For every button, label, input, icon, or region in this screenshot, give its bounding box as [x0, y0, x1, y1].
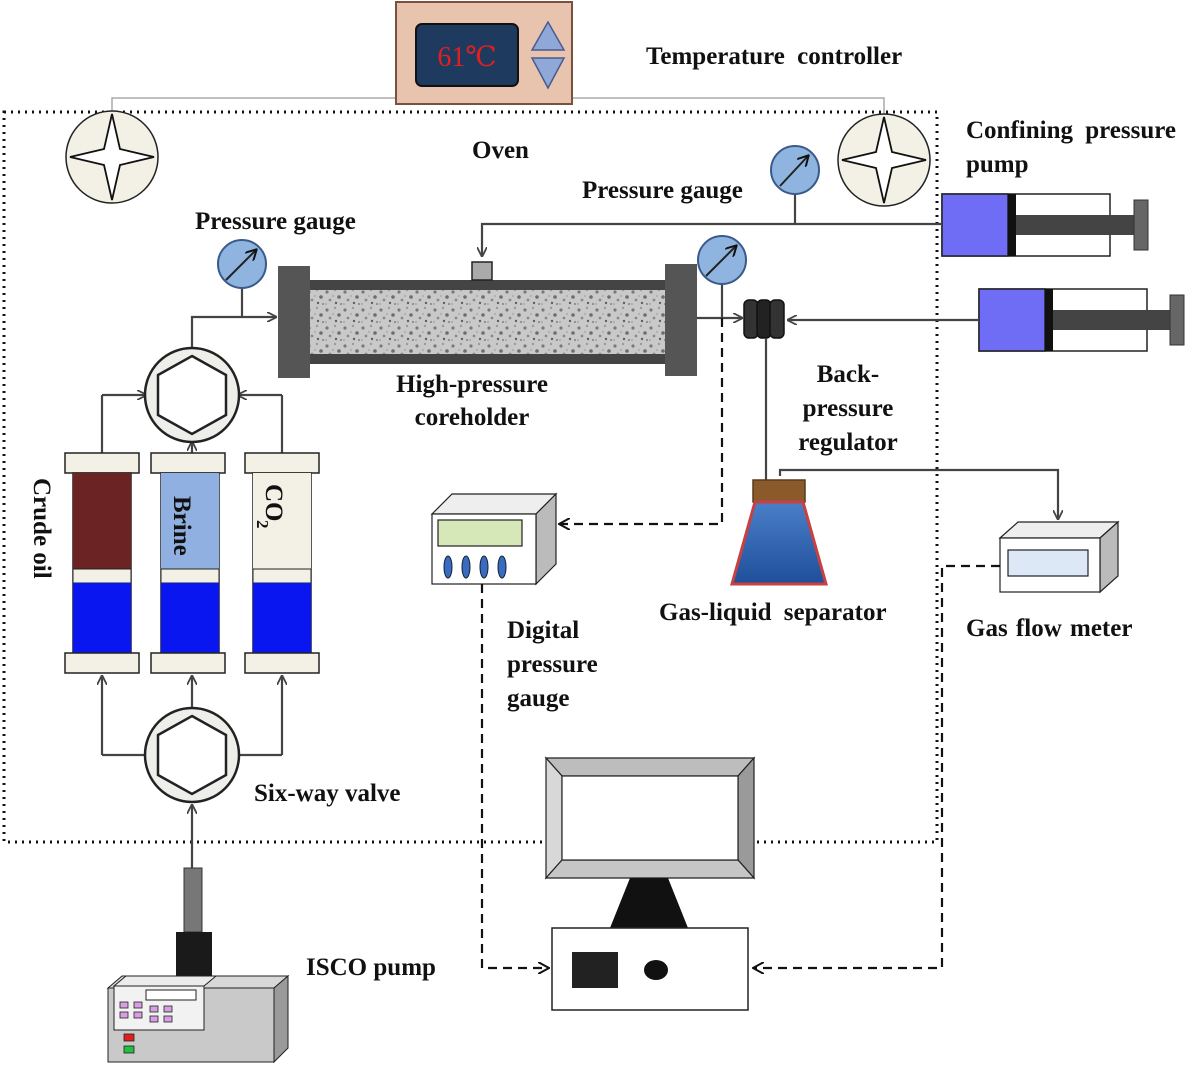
confining-pressure-line: [482, 222, 942, 256]
label-bpr-2: pressure: [803, 395, 894, 422]
gas-flow-meter: [998, 520, 1120, 594]
label-confining-pressure-pump-2: pump: [966, 151, 1029, 178]
oven-boundary: [2, 110, 939, 844]
pressure-gauge-inlet-icon: [217, 239, 267, 289]
confining-pressure-pump: [941, 193, 1149, 257]
label-gas-flow-meter: Gas flow meter: [966, 615, 1132, 642]
label-digital-pressure-gauge-2: pressure: [507, 651, 598, 678]
label-digital-pressure-gauge: Digital: [507, 617, 579, 644]
label-temperature-controller: Temperature controller: [646, 43, 902, 70]
back-pressure-pump: [978, 288, 1185, 352]
label-pressure-gauge-top: Pressure gauge: [582, 177, 743, 204]
temperature-up-arrow-icon[interactable]: [530, 20, 566, 51]
label-confining-pressure-pump: Confining pressure: [966, 117, 1176, 144]
crude-oil-cylinder: [64, 452, 140, 674]
label-isco-pump: ISCO pump: [306, 954, 436, 981]
temperature-display-value: 61℃: [437, 42, 496, 73]
label-bpr-3: regulator: [798, 429, 898, 456]
label-crude-oil: Crude oil: [28, 478, 55, 579]
label-digital-pressure-gauge-3: gauge: [507, 685, 570, 712]
brine-cylinder: [150, 452, 226, 674]
gas-liquid-separator: [730, 479, 828, 586]
isco-pump: [106, 867, 290, 1064]
pressure-gauge-outlet-icon: [697, 235, 747, 285]
label-gas-liquid-separator: Gas-liquid separator: [659, 599, 887, 626]
label-oven: Oven: [472, 137, 529, 164]
label-brine: Brine: [168, 496, 195, 556]
separator-to-flowmeter-line: [778, 468, 1058, 519]
co2-cylinder: [244, 452, 320, 674]
digital-pressure-gauge: [430, 492, 558, 586]
back-pressure-regulator: [743, 299, 785, 339]
signal-flowmeter-to-computer: [754, 564, 1000, 968]
label-co2: CO: [260, 484, 287, 522]
temperature-display: [415, 23, 519, 87]
oven-fan-left-icon: [65, 110, 159, 204]
signal-digital-gauge-to-computer: [480, 584, 548, 968]
six-way-valve-top-icon: [143, 346, 241, 444]
inlet-line: [190, 317, 276, 348]
label-bpr: Back-: [817, 361, 880, 388]
signal-outlet-to-digital-gauge: [560, 318, 724, 524]
pressure-gauge-top-icon: [770, 145, 820, 195]
high-pressure-coreholder: [278, 261, 697, 378]
label-coreholder-2: coreholder: [415, 404, 530, 431]
temperature-down-arrow-icon[interactable]: [530, 57, 566, 90]
six-way-valve-bottom-icon: [143, 706, 241, 804]
temperature-controller: 61℃: [395, 1, 573, 105]
label-six-way-valve: Six-way valve: [254, 780, 401, 807]
label-coreholder: High-pressure: [396, 371, 548, 398]
label-pressure-gauge-inlet: Pressure gauge: [195, 208, 356, 235]
computer: [544, 756, 756, 1011]
computer-screen: [561, 775, 739, 861]
label-co2-subscript: 2: [253, 520, 272, 529]
oven-fan-right-icon: [837, 113, 931, 207]
